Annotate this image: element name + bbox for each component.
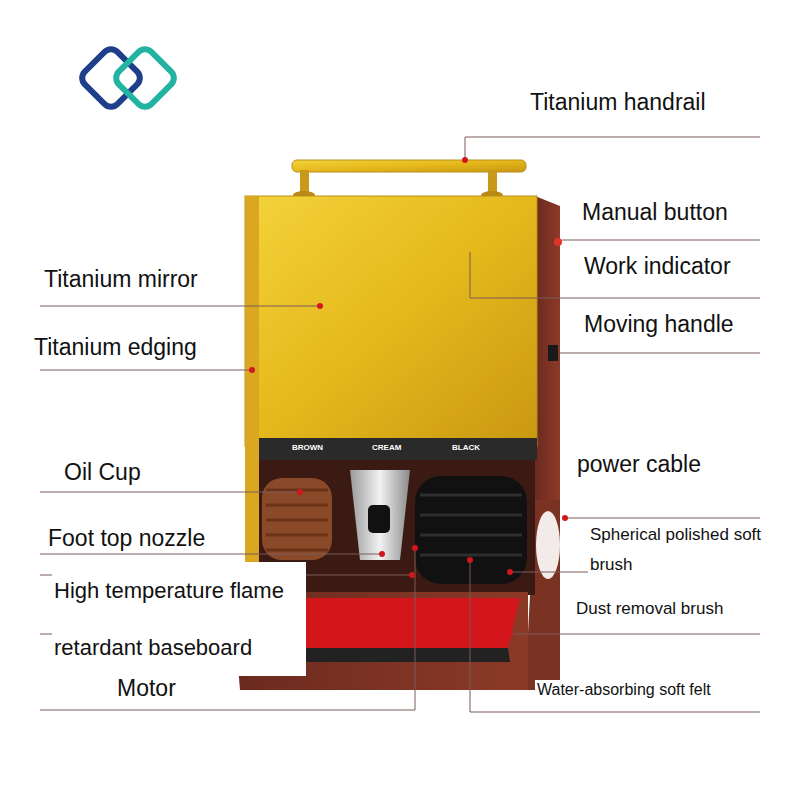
part-label: Manual button [580,198,730,227]
part-label: Titanium mirror [42,265,200,294]
part-label: Oil Cup [62,458,143,487]
part-label: High temperature flame retardant baseboa… [52,562,306,676]
part-label: Titanium handrail [528,88,708,117]
leader-lines [40,137,760,712]
part-label: Work indicator [582,252,733,281]
part-label: power cable [575,450,703,479]
brush-color-label: BLACK [452,443,480,453]
brush-color-label: CREAM [372,443,401,453]
part-label: Titanium edging [32,333,199,362]
logo [78,45,177,110]
part-label: Motor [115,674,178,703]
part-label: Dust removal brush [574,598,725,619]
part-label: Moving handle [582,310,736,339]
part-label: Water-absorbing soft felt [535,680,713,700]
part-label: Foot top nozzle [46,524,207,553]
brush-color-label: BROWN [292,443,323,453]
part-label: Spherical polished soft brush [588,520,772,580]
